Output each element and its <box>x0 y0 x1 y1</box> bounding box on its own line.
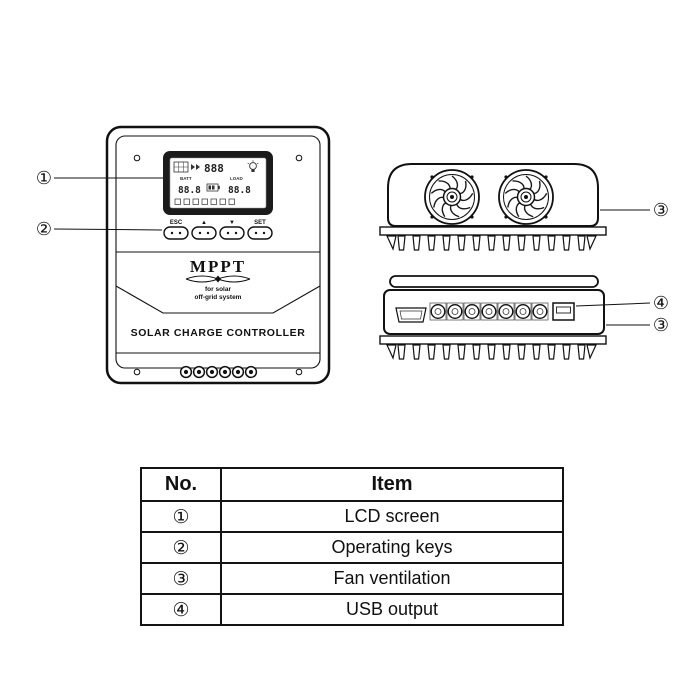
terminal-ports <box>429 302 549 321</box>
heatsink-fins-icon <box>387 345 596 359</box>
col-header-item: Item <box>220 467 564 502</box>
bottom-view <box>379 275 607 359</box>
comm-port-icon <box>395 307 427 323</box>
row-no: ③ <box>140 562 222 595</box>
front-view: 888 BATT LOAD 88.8 88.8 <box>105 125 331 385</box>
row-item: LCD screen <box>220 500 564 533</box>
callout-2-label: ② <box>36 219 52 240</box>
callout-2-line <box>53 228 163 231</box>
terminal-block <box>133 365 303 379</box>
row-item: USB output <box>220 593 564 626</box>
table-row: ③ Fan ventilation <box>140 562 564 595</box>
top-case <box>387 163 599 227</box>
down-button-label: ▼ <box>229 220 235 226</box>
lcd-load-label: LOAD <box>230 176 243 181</box>
table-row: ④ USB output <box>140 593 564 626</box>
lcd-load-value: 88.8 <box>228 185 251 196</box>
parts-table: No. Item ① LCD screen ② Operating keys ③… <box>140 467 564 626</box>
charge-arrow-icon <box>191 164 195 170</box>
up-button-label: ▲ <box>201 220 207 226</box>
row-no: ④ <box>140 593 222 626</box>
operating-keys: ESC ▲ ▼ SET <box>163 220 273 240</box>
mounting-flange <box>379 335 607 345</box>
fan-icon <box>499 170 553 224</box>
lcd-batt-label: BATT <box>180 176 192 181</box>
solar-panel-icon <box>173 161 189 173</box>
controller-diagram: 888 BATT LOAD 88.8 88.8 <box>36 125 669 385</box>
callout-4-line <box>575 302 651 307</box>
screw-icon <box>133 154 141 162</box>
down-button <box>219 226 245 240</box>
usb-port-icon <box>552 302 575 321</box>
callout-4-label: ④ <box>653 293 669 314</box>
esc-button-label: ESC <box>170 220 183 226</box>
fan-icon <box>425 170 479 224</box>
col-header-no: No. <box>140 467 222 502</box>
load-bulb-icon <box>247 160 259 172</box>
screw-icon <box>133 368 141 376</box>
product-title: SOLAR CHARGE CONTROLLER <box>131 327 306 339</box>
row-item: Fan ventilation <box>220 562 564 595</box>
screw-icon <box>295 368 303 376</box>
lcd-screen: 888 BATT LOAD 88.8 88.8 <box>163 151 273 215</box>
table-row: ① LCD screen <box>140 500 564 533</box>
set-button <box>247 226 273 240</box>
up-button <box>191 226 217 240</box>
mounting-flange <box>379 226 607 236</box>
table-row: ② Operating keys <box>140 531 564 564</box>
brand-logo: MPPT <box>190 257 246 276</box>
row-item: Operating keys <box>220 531 564 564</box>
front-edge-bar <box>389 275 599 288</box>
callout-1-label: ① <box>36 168 52 189</box>
lcd-batt-value: 88.8 <box>178 185 201 196</box>
heatsink-fins-icon <box>387 236 596 250</box>
tagline-1: for solar <box>205 286 231 293</box>
row-no: ② <box>140 531 222 564</box>
screw-icon <box>295 154 303 162</box>
device-body <box>105 125 331 385</box>
callout-3b-label: ③ <box>653 315 669 336</box>
flourish-ornament <box>185 275 251 283</box>
callouts: ① ② ③ ④ ③ <box>36 168 669 336</box>
table-header-row: No. Item <box>140 467 564 502</box>
battery-icon <box>206 183 220 192</box>
set-button-label: SET <box>254 220 266 226</box>
callout-3-label: ③ <box>653 200 669 221</box>
tagline-2: off-grid system <box>195 294 242 301</box>
row-no: ① <box>140 500 222 533</box>
lcd-main-digits: 888 <box>204 162 224 175</box>
esc-button <box>163 226 189 240</box>
molded-recess <box>115 285 321 314</box>
lcd-status-icons <box>174 198 235 205</box>
top-view <box>379 163 607 250</box>
charge-arrow-icon <box>196 164 200 170</box>
